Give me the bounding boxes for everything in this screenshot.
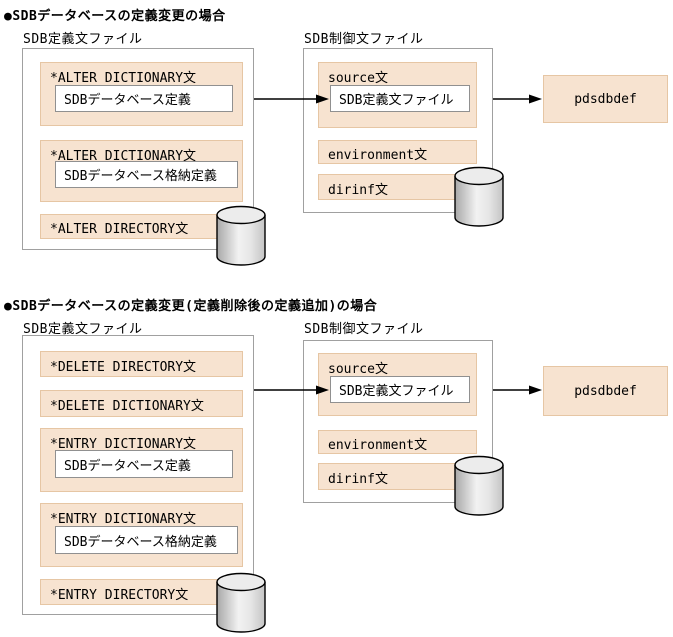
statement-bar: *ALTER DIRECTORY文	[40, 214, 243, 239]
statement-inner-box: SDBデータベース格納定義	[55, 526, 238, 554]
statement-label: dirinf文	[328, 472, 388, 487]
statement-bar: dirinf文	[318, 463, 477, 490]
statement-label: environment文	[328, 148, 428, 163]
statement-inner-box: SDB定義文ファイル	[330, 85, 470, 112]
statement-inner-box: SDBデータベース格納定義	[55, 161, 238, 188]
command-label: pdsdbdef	[574, 91, 637, 107]
arrow-right-icon	[493, 385, 542, 395]
statement-label: *ENTRY DICTIONARY文	[50, 437, 197, 452]
statement-inner-label: SDBデータベース定義	[64, 93, 191, 108]
statement-label: environment文	[328, 438, 428, 453]
statement-inner-label: SDB定義文ファイル	[339, 384, 454, 399]
statement-bar: dirinf文	[318, 174, 477, 200]
statement-bar: environment文	[318, 430, 477, 454]
statement-label: *ALTER DICTIONARY文	[50, 149, 197, 164]
command-box: pdsdbdef	[543, 75, 668, 123]
command-box: pdsdbdef	[543, 366, 668, 416]
statement-inner-box: SDBデータベース定義	[55, 450, 233, 478]
statement-inner-label: SDBデータベース定義	[64, 458, 191, 474]
command-label: pdsdbdef	[574, 383, 637, 399]
statement-label: source文	[328, 71, 388, 86]
statement-inner-label: SDB定義文ファイル	[339, 93, 454, 108]
statement-inner-label: SDBデータベース格納定義	[64, 169, 217, 184]
statement-bar: *ENTRY DIRECTORY文	[40, 579, 243, 605]
statement-label: *ALTER DICTIONARY文	[50, 71, 197, 86]
statement-label: source文	[328, 362, 388, 377]
definition-file-label: SDB定義文ファイル	[23, 32, 143, 47]
statement-inner-label: SDBデータベース格納定義	[64, 534, 217, 550]
definition-file-label: SDB定義文ファイル	[23, 322, 143, 337]
statement-label: *ENTRY DIRECTORY文	[50, 588, 189, 603]
statement-inner-box: SDB定義文ファイル	[330, 376, 470, 403]
control-file-label: SDB制御文ファイル	[304, 322, 424, 337]
statement-label: *DELETE DICTIONARY文	[50, 399, 204, 414]
section-title: ●SDBデータベースの定義変更の場合	[4, 9, 226, 24]
arrow-right-icon	[493, 94, 542, 104]
statement-inner-box: SDBデータベース定義	[55, 85, 233, 112]
statement-bar: environment文	[318, 140, 477, 164]
statement-label: dirinf文	[328, 183, 388, 198]
statement-label: *DELETE DIRECTORY文	[50, 360, 197, 375]
statement-label: *ENTRY DICTIONARY文	[50, 512, 197, 527]
statement-bar: *DELETE DICTIONARY文	[40, 390, 243, 417]
statement-bar: *DELETE DIRECTORY文	[40, 351, 243, 377]
section-title: ●SDBデータベースの定義変更(定義削除後の定義追加)の場合	[4, 299, 378, 314]
control-file-label: SDB制御文ファイル	[304, 32, 424, 47]
statement-label: *ALTER DIRECTORY文	[50, 222, 189, 237]
